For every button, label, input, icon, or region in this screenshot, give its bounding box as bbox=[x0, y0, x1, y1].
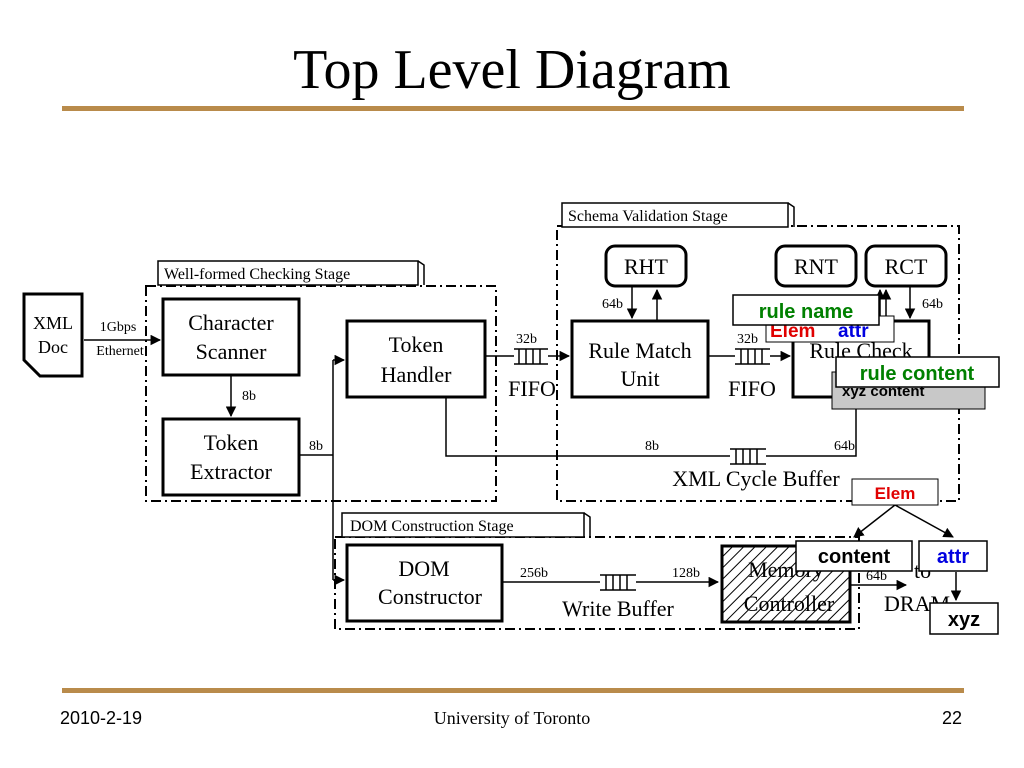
tree-xyz-node: xyz bbox=[929, 602, 999, 635]
cycle-buffer-icon bbox=[730, 448, 766, 465]
rule-match-block: Rule Match Unit bbox=[570, 319, 710, 399]
schema-stage-tab: Schema Validation Stage bbox=[561, 202, 795, 228]
token-extractor-block: Token Extractor bbox=[161, 417, 301, 497]
cycle-to-check-arrow bbox=[766, 396, 862, 457]
rht-block: RHT bbox=[604, 244, 688, 288]
tree-content-label: content bbox=[818, 546, 891, 568]
rule-content-label: rule content bbox=[860, 363, 975, 385]
xml-doc-line1: XML bbox=[33, 313, 73, 333]
xml-doc-line2: Doc bbox=[38, 337, 68, 357]
memory-controller-line2: Controller bbox=[744, 591, 835, 616]
rht-label: RHT bbox=[624, 254, 669, 279]
scanner-width-label: 8b bbox=[242, 389, 256, 404]
footer-university: University of Toronto bbox=[433, 708, 591, 728]
rct-block: RCT bbox=[864, 244, 948, 288]
rnt-label: RNT bbox=[794, 254, 839, 279]
token-handler-block: Token Handler bbox=[345, 319, 487, 399]
rule-match-line1: Rule Match bbox=[588, 338, 691, 363]
wellformed-stage-box bbox=[145, 285, 497, 502]
cycle-in-width: 8b bbox=[645, 439, 659, 454]
rct-label: RCT bbox=[885, 254, 928, 279]
rnt-block: RNT bbox=[774, 244, 858, 288]
cycle-buffer-label: XML Cycle Buffer bbox=[672, 466, 840, 491]
cycle-out-width: 64b bbox=[834, 439, 855, 454]
bottom-divider bbox=[62, 688, 964, 693]
tree-xyz-label: xyz bbox=[948, 609, 980, 631]
tree-content-node: content bbox=[795, 540, 913, 572]
dom-constructor-block: DOM Constructor bbox=[345, 543, 504, 623]
rule-content-callout: rule content bbox=[835, 356, 1000, 388]
elem-red-label: Elem bbox=[770, 321, 815, 342]
link-type-label: Ethernet bbox=[96, 344, 144, 359]
character-scanner-block: Character Scanner bbox=[161, 297, 301, 377]
rct-bus-width: 64b bbox=[922, 297, 943, 312]
handler-fifo-width: 32b bbox=[516, 332, 537, 347]
dom-stage-tab: DOM Construction Stage bbox=[341, 512, 591, 538]
attr-blue-label: attr bbox=[838, 321, 869, 342]
fifo1-icon bbox=[514, 348, 548, 365]
tree-attr-label: attr bbox=[937, 546, 969, 568]
write-buffer-label: Write Buffer bbox=[562, 596, 674, 621]
dom-constructor-line1: DOM bbox=[398, 556, 449, 581]
rule-match-line2: Unit bbox=[620, 366, 659, 391]
tree-attr-node: attr bbox=[918, 540, 988, 572]
wellformed-stage-label: Well-formed Checking Stage bbox=[164, 266, 350, 283]
tree-edge-attr bbox=[894, 504, 954, 538]
tree-elem-node: Elem bbox=[851, 478, 939, 506]
memory-controller-block: Memory Controller bbox=[720, 544, 852, 624]
token-extractor-line2: Extractor bbox=[190, 459, 273, 484]
fifo2-label: FIFO bbox=[728, 376, 776, 401]
fifo1-label: FIFO bbox=[508, 376, 556, 401]
char-scanner-line2: Scanner bbox=[196, 339, 268, 364]
rule-name-label: rule name bbox=[759, 301, 853, 323]
fifo2-icon bbox=[735, 348, 770, 365]
footer-date: 2010-2-19 bbox=[60, 708, 143, 728]
extractor-width-label: 8b bbox=[309, 439, 323, 454]
write-buffer-icon bbox=[600, 574, 636, 591]
rht-bus-width: 64b bbox=[602, 297, 623, 312]
rule-name-callout: rule name bbox=[732, 294, 880, 326]
wb-out-width: 128b bbox=[672, 566, 700, 581]
tree-elem-label: Elem bbox=[875, 484, 916, 503]
dom-stage-label: DOM Construction Stage bbox=[350, 518, 514, 535]
dom-constructor-line2: Constructor bbox=[378, 584, 483, 609]
schema-stage-label: Schema Validation Stage bbox=[568, 208, 728, 225]
token-extractor-line1: Token bbox=[204, 430, 259, 455]
xml-doc-shape: XML Doc bbox=[22, 292, 84, 378]
token-handler-line1: Token bbox=[389, 332, 444, 357]
top-divider bbox=[62, 106, 964, 111]
wellformed-stage-tab: Well-formed Checking Stage bbox=[157, 260, 425, 286]
mem-out-width: 64b bbox=[866, 569, 887, 584]
page-number: 22 bbox=[941, 708, 962, 728]
slide-title: Top Level Diagram bbox=[293, 39, 731, 101]
link-speed-label: 1Gbps bbox=[100, 320, 137, 335]
char-scanner-line1: Character bbox=[188, 310, 274, 335]
handler-to-cycle-line bbox=[445, 398, 730, 457]
dom-out-width: 256b bbox=[520, 566, 548, 581]
match-fifo-width: 32b bbox=[737, 332, 758, 347]
token-handler-line2: Handler bbox=[381, 362, 453, 387]
tree-edge-content bbox=[853, 504, 896, 538]
